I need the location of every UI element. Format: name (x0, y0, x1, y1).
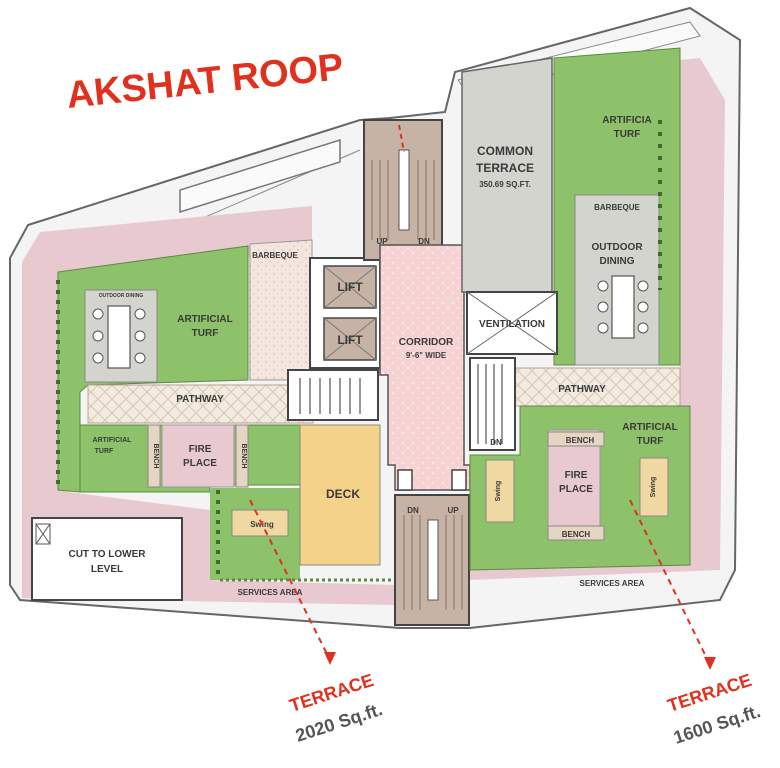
room-labels: COMMON TERRACE 350.69 SQ.FT. ARTIFICIA T… (68, 115, 677, 597)
left-terrace (31, 239, 395, 601)
deck-label: DECK (326, 487, 360, 501)
up-top-label: UP (376, 237, 388, 246)
common-terrace-area: 350.69 SQ.FT. (479, 180, 531, 189)
bench-left-label-1: BENCH (152, 444, 159, 469)
barbeque-left-label: BARBEQUE (252, 251, 298, 260)
turf-right-bottom-label: ARTIFICIAL (622, 422, 678, 433)
cut-lower-label: CUT TO LOWER (68, 549, 146, 560)
bench-right-bottom-label: BENCH (562, 530, 591, 539)
dn-bottom-label: DN (407, 506, 419, 515)
turf-left-label: ARTIFICIAL (177, 314, 233, 325)
turf-right-top-label: ARTIFICIA (602, 115, 651, 126)
swing-right-label-1: Swing (495, 481, 502, 502)
barbeque-right-label: BARBEQUE (594, 203, 640, 212)
turf-left-label-2: TURF (192, 328, 219, 339)
lift-label-1: LIFT (337, 280, 363, 294)
lift-label-2: LIFT (337, 333, 363, 347)
services-right-label: SERVICES AREA (580, 579, 645, 588)
common-terrace-label-2: TERRACE (476, 161, 534, 175)
turf-right-top-label-2: TURF (614, 129, 641, 140)
pathway-right-label: PATHWAY (558, 384, 606, 395)
up-bottom-label: UP (447, 506, 459, 515)
fire-place-left-label: FIRE (189, 444, 212, 455)
bench-left-label-2: BENCH (240, 444, 247, 469)
services-left-label: SERVICES AREA (238, 588, 303, 597)
ventilation-label: VENTILATION (479, 319, 545, 330)
fire-place-right-label: FIRE (565, 470, 588, 481)
bench-right-top-label: BENCH (566, 436, 595, 445)
fire-place-right-label-2: PLACE (559, 484, 593, 495)
turf-small-left-label: ARTIFICIAL (93, 437, 133, 444)
dining-label: DINING (600, 256, 635, 267)
dn-top-label: DN (418, 237, 430, 246)
turf-small-left-label-2: TURF (95, 448, 114, 455)
right-terrace (461, 47, 691, 571)
pathway-left-label: PATHWAY (176, 394, 224, 405)
turf-right-bottom-label-2: TURF (637, 436, 664, 447)
dn-small-label: DN (490, 438, 502, 447)
central-core (309, 119, 471, 626)
cut-lower-label-2: LEVEL (91, 564, 123, 575)
corridor-width-label: 9'-6" WIDE (406, 351, 447, 360)
right-dining-table (597, 275, 649, 339)
corridor-label: CORRIDOR (399, 337, 454, 348)
left-dining-table (92, 305, 146, 369)
outdoor-dining-left-label: OUTDOOR DINING (99, 293, 144, 299)
swing-right-label-2: Swing (650, 477, 657, 498)
pink-perimeter (22, 58, 725, 605)
fire-place-left-label-2: PLACE (183, 458, 217, 469)
common-terrace-label: COMMON (477, 144, 533, 158)
project-title: AKSHAT ROOP (65, 46, 346, 117)
outdoor-label: OUTDOOR (591, 242, 643, 253)
